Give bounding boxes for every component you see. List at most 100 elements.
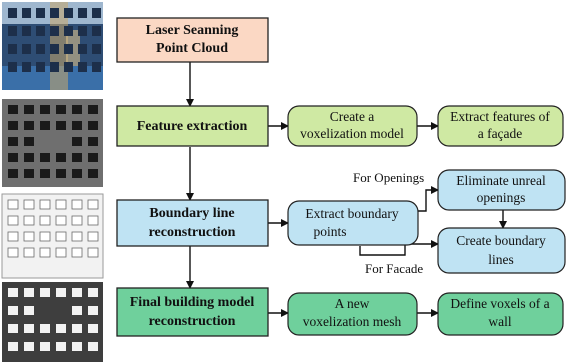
thumbnail-window <box>88 121 98 130</box>
thumbnail-window <box>72 288 82 297</box>
thumbnail-window <box>8 306 18 315</box>
thumbnail-window <box>88 342 98 351</box>
wall-line-1: Define voxels of a <box>450 296 549 311</box>
thumbnail-window <box>8 44 17 54</box>
thumbnail-window <box>92 62 101 72</box>
thumbnail-window <box>7 247 19 258</box>
thumbnail-window <box>24 342 34 351</box>
thumbnail-window <box>87 247 99 258</box>
thumbnail-window <box>87 199 99 210</box>
thumbnail-window <box>64 26 73 36</box>
thumbnail-window <box>72 342 82 351</box>
thumbnail-window <box>24 121 34 130</box>
wall-line-2: wall <box>488 314 511 329</box>
thumbnail-window <box>87 231 99 242</box>
thumbnail-window <box>36 44 45 54</box>
step-box-final-model: Final building model reconstruction <box>116 287 269 337</box>
boundary-lines-icon <box>1 193 104 279</box>
thumbnail-window <box>55 231 67 242</box>
thumbnail-window <box>64 44 73 54</box>
extract-boundary-line-1: Extract boundary <box>305 206 399 221</box>
for-openings-label: For Openings <box>353 170 424 185</box>
thumbnail-window <box>71 247 83 258</box>
thumbnail-window <box>8 105 18 114</box>
thumbnail-window <box>92 26 101 36</box>
voxelization-line-1: Create a <box>330 109 375 124</box>
thumbnail-window <box>8 288 18 297</box>
thumbnail-window <box>39 199 51 210</box>
step-4-line-1: Final building model <box>130 295 255 310</box>
thumbnail-window <box>88 288 98 297</box>
thumbnail-window <box>50 8 59 18</box>
thumbnail-window <box>56 288 66 297</box>
sub-box-facade-features: Extract features of a façade <box>437 105 564 147</box>
thumbnail-window <box>40 288 50 297</box>
sub-box-voxelization-mesh: A new voxelization mesh <box>287 292 418 336</box>
thumbnail-window <box>39 247 51 258</box>
thumbnail-window <box>24 288 34 297</box>
thumbnail-window <box>92 8 101 18</box>
step-4-line-2: reconstruction <box>149 314 236 329</box>
facade-features-line-1: Extract features of <box>450 109 550 124</box>
thumbnail-window <box>72 121 82 130</box>
thumbnail-window <box>7 199 19 210</box>
thumbnail-window <box>22 26 31 36</box>
connectors <box>186 62 507 317</box>
thumbnail-window <box>87 215 99 226</box>
sub-box-voxelization-model: Create a voxelization model <box>287 105 418 147</box>
thumbnail-window <box>24 105 34 114</box>
thumbnail-window <box>88 306 98 315</box>
thumbnail-window <box>50 44 59 54</box>
step-3-line-1: Boundary line <box>149 206 234 221</box>
thumbnail-window <box>8 137 18 146</box>
step-2-line-1: Feature extraction <box>137 119 248 134</box>
thumbnail-window <box>8 8 17 18</box>
thumbnail-window <box>23 247 35 258</box>
thumbnail-window <box>72 324 82 333</box>
thumbnail-window <box>72 137 82 146</box>
thumbnail-window <box>39 215 51 226</box>
thumbnail-window <box>72 153 82 162</box>
thumbnail-window <box>24 324 34 333</box>
thumbnail-window <box>22 8 31 18</box>
thumbnail-window <box>71 231 83 242</box>
thumbnail-window <box>24 169 34 178</box>
thumbnail-window <box>40 121 50 130</box>
thumbnail-window <box>23 199 35 210</box>
thumbnail-window <box>88 153 98 162</box>
thumbnail-window <box>88 324 98 333</box>
mesh-line-2: voxelization mesh <box>303 314 402 329</box>
thumbnail-window <box>23 215 35 226</box>
thumbnail-window <box>8 169 18 178</box>
thumbnail-window <box>78 62 87 72</box>
thumbnail-window <box>56 342 66 351</box>
thumbnail-window <box>88 169 98 178</box>
mesh-line-1: A new <box>335 296 370 311</box>
thumbnail-window <box>50 26 59 36</box>
thumbnail-window <box>40 342 50 351</box>
thumbnail-window <box>56 105 66 114</box>
step-box-boundary-line: Boundary line reconstruction <box>116 199 269 247</box>
sub-box-create-boundary-lines: Create boundary lines <box>437 227 566 274</box>
extract-boundary-line-2: points <box>313 224 346 239</box>
thumbnail-window <box>64 62 73 72</box>
thumbnail-window <box>88 137 98 146</box>
thumbnail-window <box>36 26 45 36</box>
thumbnail-window <box>55 215 67 226</box>
thumbnail-window <box>92 44 101 54</box>
eliminate-line-1: Eliminate unreal <box>456 173 546 188</box>
thumbnail-window <box>56 169 66 178</box>
thumbnail-window <box>8 342 18 351</box>
thumbnail-window <box>64 8 73 18</box>
thumbnail-window <box>8 121 18 130</box>
building-photo-icon <box>2 2 103 90</box>
thumbnail-window <box>88 105 98 114</box>
step-1-line-2: Point Cloud <box>156 41 228 56</box>
thumbnail-window <box>39 231 51 242</box>
thumbnail-window <box>36 62 45 72</box>
thumbnail-window <box>71 199 83 210</box>
step-3-line-2: reconstruction <box>149 225 236 240</box>
thumbnail-window <box>78 44 87 54</box>
create-boundary-line-2: lines <box>488 252 514 267</box>
